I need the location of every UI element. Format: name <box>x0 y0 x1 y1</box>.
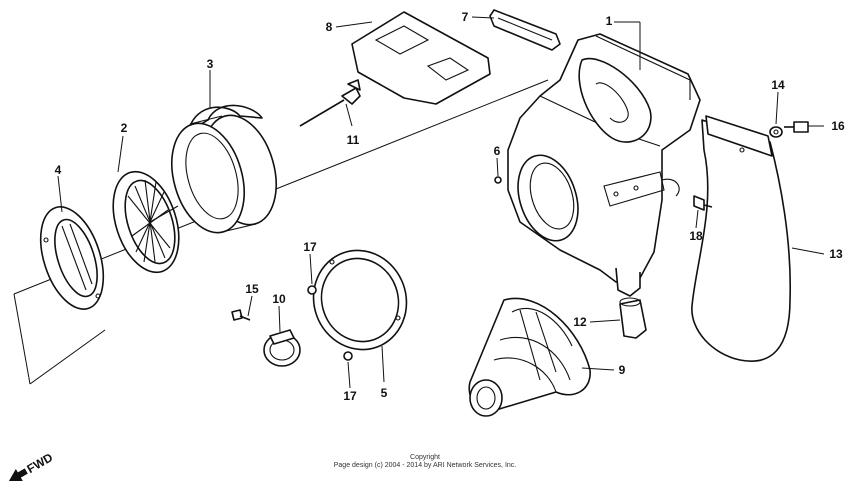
part-17-nut-lower[interactable] <box>343 351 353 361</box>
part-7-seal-strip[interactable] <box>489 9 561 51</box>
callout-8: 8 <box>326 20 333 34</box>
part-3-foam-element[interactable] <box>160 104 288 241</box>
copyright-line-2: Page design (c) 2004 - 2014 by ARI Netwo… <box>333 462 517 469</box>
copyright-line-1: Copyright <box>410 454 440 461</box>
callout-5: 5 <box>381 386 388 400</box>
copyright-notice: Copyright Page design (c) 2004 - 2014 by… <box>0 454 850 470</box>
callout-16: 16 <box>831 119 845 133</box>
part-16-bolt[interactable] <box>784 121 809 133</box>
part-8-cover[interactable] <box>351 11 491 105</box>
grouping-frame <box>13 79 549 385</box>
part-1-air-cleaner-case[interactable] <box>507 33 701 297</box>
callout-18: 18 <box>689 229 703 243</box>
callout-2: 2 <box>121 121 128 135</box>
callout-17-lower: 17 <box>343 389 357 403</box>
callout-9: 9 <box>619 363 626 377</box>
callout-15: 15 <box>245 282 259 296</box>
part-12-drain-cap[interactable] <box>619 297 647 339</box>
part-17-nut-upper[interactable] <box>307 285 317 295</box>
callout-1: 1 <box>606 14 613 28</box>
leader-lines <box>57 16 825 389</box>
part-5-gasket[interactable] <box>300 237 421 362</box>
callout-12: 12 <box>573 315 587 329</box>
part-18-bolt[interactable] <box>693 195 713 211</box>
part-9-connecting-tube[interactable] <box>468 297 591 417</box>
callout-10: 10 <box>272 292 286 306</box>
callout-13: 13 <box>829 247 843 261</box>
callout-6: 6 <box>494 144 501 158</box>
callout-11: 11 <box>347 133 360 147</box>
part-13-intake-duct[interactable] <box>691 115 792 362</box>
part-11-wing-bolt[interactable] <box>299 79 361 127</box>
part-6-nut[interactable] <box>494 176 502 184</box>
callout-3: 3 <box>207 57 214 71</box>
callout-7: 7 <box>462 10 469 24</box>
part-4-element-holder[interactable] <box>29 199 115 317</box>
part-14-washer[interactable] <box>769 126 783 138</box>
part-2-element-frame[interactable] <box>101 163 190 280</box>
callout-4: 4 <box>55 163 62 177</box>
callout-17-upper: 17 <box>303 240 317 254</box>
callout-14: 14 <box>771 78 785 92</box>
part-15-screw[interactable] <box>231 309 251 321</box>
part-10-hose-clamp[interactable] <box>263 329 301 367</box>
